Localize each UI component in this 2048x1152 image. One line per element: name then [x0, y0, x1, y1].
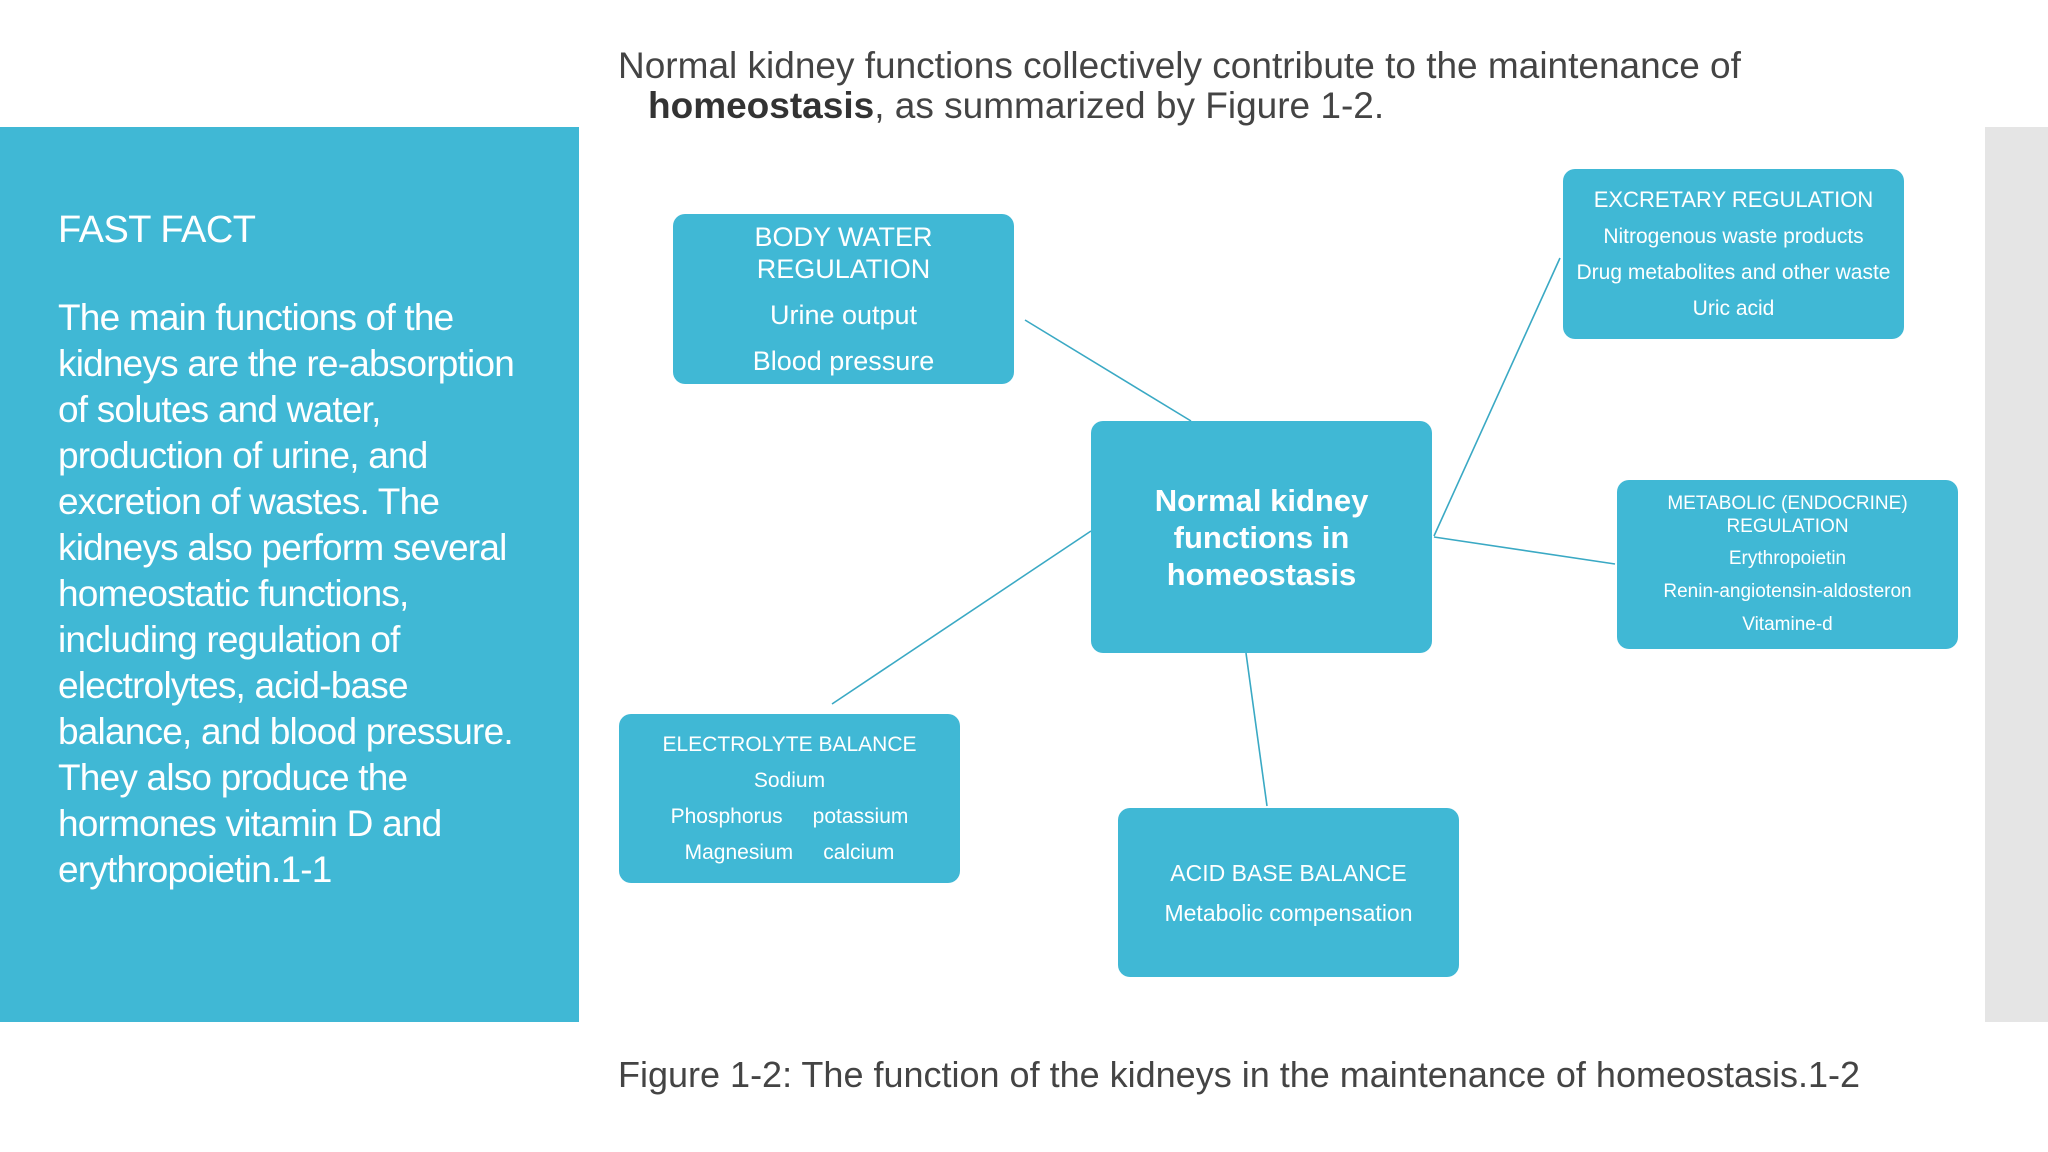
node-electrolyte-row: Phosphorus potassium — [671, 804, 909, 830]
node-metabolic-regulation: METABOLIC (ENDOCRINE) REGULATION Erythro… — [1617, 480, 1958, 649]
connector-acid-base — [1245, 652, 1268, 807]
node-metabolic-item: Vitamine-d — [1742, 614, 1833, 635]
intro-text: Normal kidney functions collectively con… — [618, 46, 1998, 126]
fast-fact-panel: FAST FACT The main functions of the kidn… — [0, 127, 579, 1022]
node-excretory-item: Nitrogenous waste products — [1603, 225, 1864, 248]
node-excretory-item: Uric acid — [1692, 297, 1775, 320]
intro-line-2: homeostasis, as summarized by Figure 1-2… — [618, 86, 1998, 126]
node-electrolyte-row: Magnesium calcium — [685, 840, 895, 866]
node-electrolyte-item: Magnesium — [684, 840, 794, 864]
node-acid-base-balance: ACID BASE BALANCE Metabolic compensation — [1118, 808, 1459, 977]
node-electrolyte-item: potassium — [812, 804, 909, 828]
node-excretory-title: EXCRETARY REGULATION — [1593, 187, 1874, 212]
intro-rest: , as summarized by Figure 1-2. — [874, 85, 1385, 126]
connector-excretory — [1433, 257, 1561, 537]
intro-bold-term: homeostasis — [648, 85, 875, 126]
node-center-title: Normal kidney functions in homeostasis — [1154, 482, 1369, 592]
node-body-water-regulation: BODY WATER REGULATION Urine output Blood… — [673, 214, 1014, 384]
node-excretory-regulation: EXCRETARY REGULATION Nitrogenous waste p… — [1563, 169, 1904, 339]
fast-fact-body: The main functions of the kidneys are th… — [58, 297, 515, 890]
connector-body-water — [1024, 319, 1192, 422]
node-electrolyte-title: ELECTROLYTE BALANCE — [662, 732, 917, 756]
fast-fact-title: FAST FACT — [58, 209, 256, 251]
node-electrolyte-item: Phosphorus — [670, 804, 783, 828]
node-acid-base-item: Metabolic compensation — [1164, 899, 1413, 926]
figure-caption: Figure 1-2: The function of the kidneys … — [618, 1054, 1861, 1095]
side-gray-bar — [1985, 127, 2048, 1022]
node-electrolyte-item: calcium — [823, 840, 895, 864]
connector-electrolyte — [831, 530, 1092, 705]
node-center-homeostasis: Normal kidney functions in homeostasis — [1091, 421, 1432, 653]
node-excretory-item: Drug metabolites and other waste — [1576, 261, 1891, 284]
intro-line-1: Normal kidney functions collectively con… — [618, 45, 1741, 86]
node-acid-base-title: ACID BASE BALANCE — [1170, 859, 1407, 886]
connector-metabolic — [1433, 536, 1616, 565]
node-metabolic-title: METABOLIC (ENDOCRINE) REGULATION — [1667, 493, 1908, 537]
node-body-water-item: Urine output — [769, 300, 918, 330]
node-metabolic-item: Erythropoietin — [1728, 548, 1847, 569]
node-metabolic-item: Renin-angiotensin-aldosteron — [1663, 581, 1912, 602]
node-electrolyte-balance: ELECTROLYTE BALANCE Sodium Phosphorus po… — [619, 714, 960, 883]
node-body-water-item: Blood pressure — [752, 346, 935, 376]
node-body-water-title: BODY WATER REGULATION — [754, 222, 933, 284]
node-electrolyte-item: Sodium — [753, 768, 826, 792]
